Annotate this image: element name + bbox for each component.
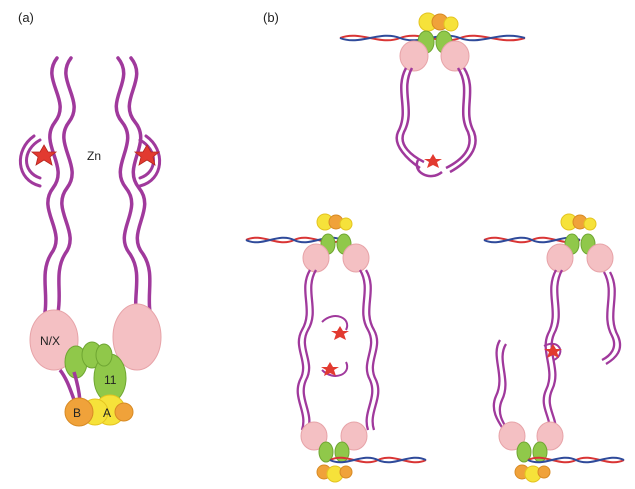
zinc-icon [544,344,562,358]
nx-subunit-label: N/X [40,334,60,348]
zinc-icon [133,144,161,166]
subunit-11-label: 11 [104,373,117,387]
head-domain [342,243,370,273]
green-subunit-right [95,343,113,367]
panel-a-complex: Zn N/X 11 B A [18,56,162,427]
panel-b-bottom-left-complex [245,213,427,483]
orange-subunit [339,465,353,479]
head-domain [498,421,526,451]
subunit-b-label: B [73,406,81,420]
panel-b-bottom-right-complex [483,213,625,483]
panel-b-top-complex [339,12,526,178]
zinc-icon [331,326,349,340]
dna-strand-lower [329,456,427,464]
head-domain [302,243,330,273]
panel-a-label: (a) [18,10,34,25]
zinc-icon [424,154,442,168]
subunit-orange-right [114,402,134,422]
head-domain [440,40,470,72]
panel-b-label: (b) [263,10,279,25]
coiled-coil-loop [395,67,477,178]
head-domain [586,243,614,273]
subunit-a-label: A [103,406,111,420]
head-domain [300,421,328,451]
yellow-subunit [339,217,353,231]
coiled-coil-arms [296,269,380,431]
green-subunit [516,441,532,463]
zinc-icon [321,362,339,376]
head-domain [340,421,368,451]
green-subunit [318,441,334,463]
zinc-label: Zn [87,149,101,163]
dna-strand-lower [527,456,625,464]
yellow-subunit [583,217,597,231]
head-domain [546,243,574,273]
head-domain [399,40,429,72]
zinc-icon [30,144,58,166]
yellow-subunit [443,16,459,32]
right-coiled-coil-arm [114,56,162,314]
left-coiled-coil-arm [18,56,76,314]
coiled-coil-arms [492,269,622,445]
subunit-b [64,397,94,427]
orange-subunit [537,465,551,479]
right-head-domain [112,303,162,371]
